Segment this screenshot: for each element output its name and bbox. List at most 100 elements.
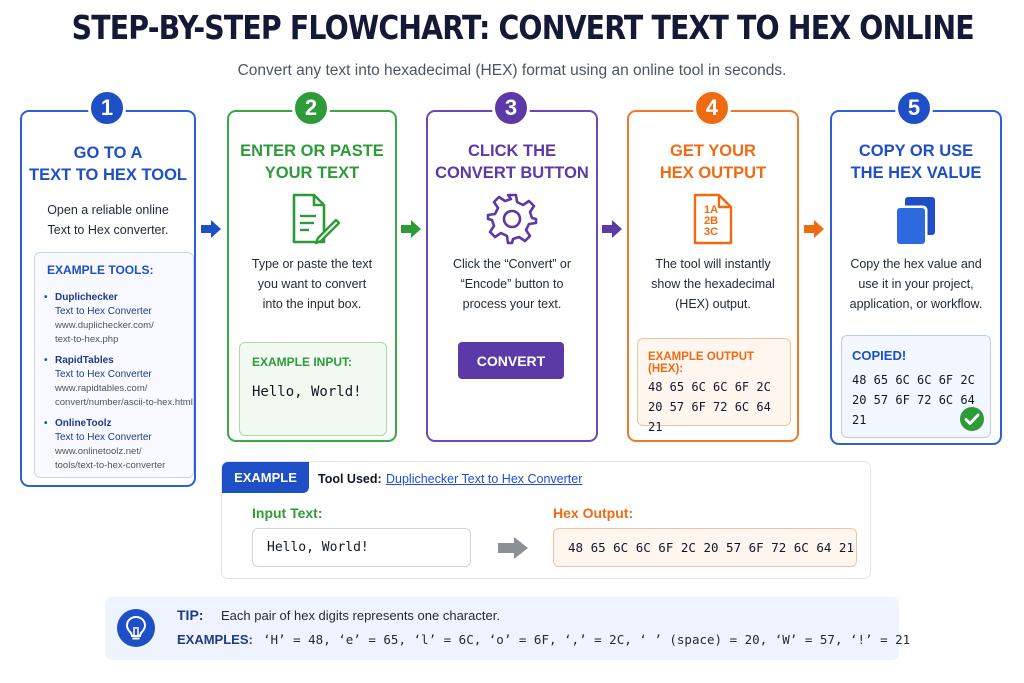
step-number-1: 1 (88, 89, 126, 127)
tool-sub: Text to Hex Converter (55, 432, 152, 443)
step-desc-3: Click the “Convert” or “Encode” button t… (438, 254, 586, 314)
hex-line-2: 20 57 6F 72 6C 64 21 (852, 393, 975, 427)
step-title-3-line1: CLICK THE (468, 142, 556, 160)
example-panel: EXAMPLE Tool Used: Duplichecker Text to … (221, 461, 871, 579)
hex-line-2: 20 57 6F 72 6C 64 21 (648, 400, 771, 434)
step-card-2: ENTER OR PASTE YOUR TEXT Type or paste t… (227, 110, 397, 442)
example-output-box: EXAMPLE OUTPUT (HEX): 48 65 6C 6C 6F 2C … (637, 338, 791, 434)
flow-arrow-right-icon (401, 220, 421, 238)
example-tools-box: EXAMPLE TOOLS: • Duplichecker Text to He… (34, 252, 194, 478)
step-title-1-line2: TEXT TO HEX TOOL (29, 166, 187, 184)
example-input-box: EXAMPLE INPUT: Hello, World! (239, 342, 387, 436)
step-title-3-line2: CONVERT BUTTON (435, 164, 589, 182)
copied-value: 48 65 6C 6C 6F 2C 20 57 6F 72 6C 64 21 (852, 370, 990, 430)
bullet-icon: • (44, 355, 48, 366)
step-title-2-line2: YOUR TEXT (264, 164, 360, 182)
tool-name: RapidTables (55, 355, 114, 366)
copy-icon (894, 197, 935, 247)
examples-label: EXAMPLES: (177, 632, 253, 647)
hex-line-1: 48 65 6C 6C 6F 2C (648, 380, 771, 394)
lightbulb-icon (117, 609, 155, 647)
tip-text: Each pair of hex digits represents one c… (221, 608, 500, 623)
step-desc-2-line3: into the input box. (262, 297, 362, 311)
tool-entry-rapidtables[interactable]: • RapidTables Text to Hex Converter www.… (44, 354, 193, 410)
tool-entry-onlinetoolz[interactable]: • OnlineToolz Text to Hex Converter www.… (44, 417, 166, 473)
tool-sub: Text to Hex Converter (55, 369, 152, 380)
step-title-5-line1: COPY OR USE (858, 142, 974, 160)
flow-arrow-right-icon (201, 220, 221, 238)
hex-output-label: Hex Output: (553, 505, 634, 521)
hex-icon-line: 1A (703, 204, 719, 216)
step-desc-4-line1: The tool will instantly (655, 257, 771, 271)
copied-label: COPIED! (852, 348, 907, 363)
step-desc-4-line2: show the hexadecimal (651, 277, 775, 291)
flow-arrow-right-icon (602, 220, 622, 238)
gear-icon (486, 193, 538, 245)
step-desc-1: Open a reliable online Text to Hex conve… (32, 200, 184, 240)
step-title-4-line1: GET YOUR (670, 142, 756, 160)
copied-box[interactable]: COPIED! 48 65 6C 6C 6F 2C 20 57 6F 72 6C… (841, 335, 991, 438)
step-title-1-line1: GO TO A (73, 144, 143, 162)
tool-entry-duplichecker[interactable]: • Duplichecker Text to Hex Converter www… (44, 291, 154, 347)
hex-line-1: 48 65 6C 6C 6F 2C (852, 373, 975, 387)
step-desc-1-line1: Open a reliable online (47, 203, 169, 217)
tool-url: www.onlinetoolz.net/ (55, 446, 142, 457)
tool-used-label: Tool Used: (318, 472, 382, 486)
example-output-value: 48 65 6C 6C 6F 2C 20 57 6F 72 6C 64 21 (648, 377, 790, 437)
step-number-3: 3 (492, 89, 530, 127)
step-title-4-line2: HEX OUTPUT (659, 164, 767, 182)
step-desc-5-line3: application, or workflow. (849, 297, 983, 311)
tool-used-link[interactable]: Duplichecker Text to Hex Converter (386, 472, 583, 486)
examples-values: ‘H’ = 48, ‘e’ = 65, ‘l’ = 6C, ‘o’ = 6F, … (263, 632, 911, 647)
step-desc-5: Copy the hex value and use it in your pr… (842, 254, 990, 314)
step-desc-5-line2: use it in your project, (858, 277, 974, 291)
step-desc-2-line2: you want to convert (257, 277, 367, 291)
step-number-4: 4 (693, 89, 731, 127)
tip-panel: TIP: Each pair of hex digits represents … (105, 597, 910, 660)
hex-output-field[interactable]: 48 65 6C 6C 6F 2C 20 57 6F 72 6C 64 21 (553, 528, 857, 567)
convert-button[interactable]: CONVERT (458, 342, 564, 379)
tool-name: OnlineToolz (55, 418, 112, 429)
check-circle-icon (960, 407, 984, 431)
hex-file-icon: 1A 2B 3C (691, 192, 735, 246)
step-title-2: ENTER OR PASTE YOUR TEXT (229, 140, 395, 184)
step-desc-3-line2: “Encode” button to (460, 277, 564, 291)
example-tag: EXAMPLE (222, 462, 309, 493)
page-subtitle: Convert any text into hexadecimal (HEX) … (237, 62, 787, 79)
step-desc-2: Type or paste the text you want to conve… (239, 254, 385, 314)
step-title-4: GET YOUR HEX OUTPUT (629, 140, 797, 184)
step-card-1: GO TO A TEXT TO HEX TOOL Open a reliable… (20, 110, 196, 487)
example-input-value: Hello, World! (252, 384, 362, 400)
tool-url: www.rapidtables.com/ (55, 383, 148, 394)
input-text-field[interactable]: Hello, World! (252, 528, 471, 567)
step-title-3: CLICK THE CONVERT BUTTON (428, 140, 596, 184)
bullet-icon: • (44, 418, 48, 429)
tool-url-cont: convert/number/ascii-to-hex.html (55, 397, 193, 408)
step-title-2-line1: ENTER OR PASTE (240, 142, 384, 160)
step-desc-4: The tool will instantly show the hexadec… (639, 254, 787, 314)
step-title-1: GO TO A TEXT TO HEX TOOL (22, 142, 194, 186)
step-card-5: COPY OR USE THE HEX VALUE Copy the hex v… (830, 110, 1002, 445)
tool-url-cont: text-to-hex.php (55, 334, 119, 345)
example-output-label: EXAMPLE OUTPUT (HEX): (648, 351, 755, 375)
hex-icon-line: 2B (703, 215, 719, 227)
step-title-5-line2: THE HEX VALUE (850, 164, 982, 182)
step-desc-1-line2: Text to Hex converter. (47, 223, 169, 237)
tip-label: TIP: (177, 607, 204, 623)
step-card-3: CLICK THE CONVERT BUTTON Click the “Conv… (426, 110, 598, 442)
step-desc-3-line3: process your text. (462, 297, 562, 311)
hex-icon-line: 3C (703, 226, 719, 238)
page-title: STEP-BY-STEP FLOWCHART: CONVERT TEXT TO … (71, 8, 975, 47)
example-input-label: EXAMPLE INPUT: (252, 355, 353, 369)
bullet-icon: • (44, 292, 48, 303)
example-tools-heading: EXAMPLE TOOLS: (47, 263, 154, 277)
step-desc-3-line1: Click the “Convert” or (452, 257, 572, 271)
tool-url-cont: tools/text-to-hex-converter (55, 460, 166, 471)
step-title-5: COPY OR USE THE HEX VALUE (832, 140, 1000, 184)
step-desc-5-line1: Copy the hex value and (850, 257, 982, 271)
flow-arrow-right-icon (804, 220, 824, 238)
step-card-4: GET YOUR HEX OUTPUT 1A 2B 3C The tool wi… (627, 110, 799, 442)
step-number-2: 2 (292, 89, 330, 127)
tool-url: www.duplichecker.com/ (55, 320, 154, 331)
document-pencil-icon (292, 193, 340, 245)
